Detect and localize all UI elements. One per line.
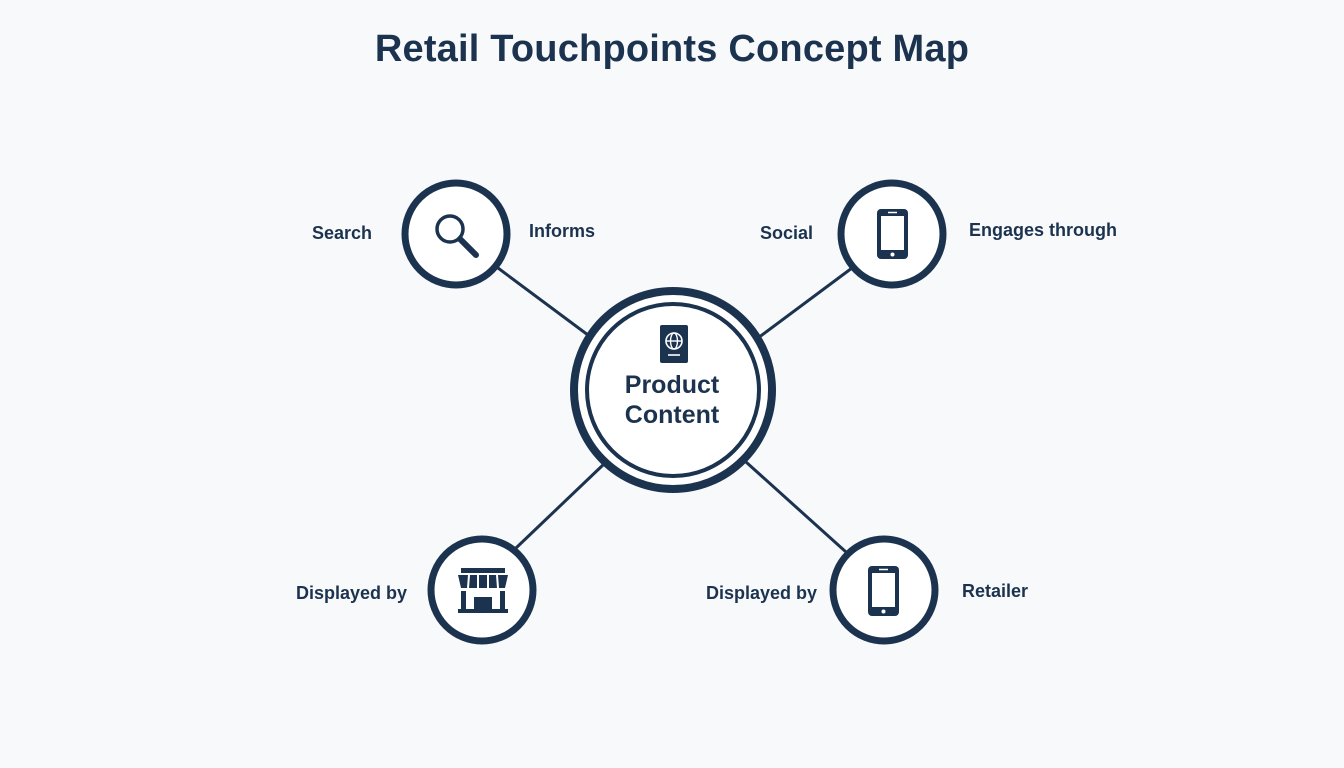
smartphone-icon — [868, 566, 899, 616]
center-node — [570, 287, 776, 493]
connector-retailer — [744, 460, 848, 554]
store-node — [427, 535, 537, 645]
informs-label: Informs — [529, 221, 596, 241]
storefront-icon — [458, 568, 508, 613]
retailer-label: Retailer — [962, 581, 1029, 601]
center-label-line2: Content — [624, 401, 720, 429]
connector-social — [757, 266, 853, 340]
page-title: Retail Touchpoints Concept Map — [374, 28, 970, 70]
search-label: Search — [312, 223, 373, 243]
retailer-node — [829, 535, 939, 645]
store-displayed-by-label: Displayed by — [296, 583, 408, 603]
social-label: Social — [760, 223, 814, 243]
search-node — [401, 179, 511, 289]
center-node-label: Product Content — [572, 370, 772, 430]
connector-search — [497, 266, 593, 340]
retailer-displayed-by-label: Displayed by — [706, 583, 818, 603]
search-icon — [435, 214, 479, 258]
center-label-line1: Product — [624, 371, 720, 399]
social-node — [837, 179, 947, 289]
engages-through-label: Engages through — [969, 220, 1117, 240]
connector-store — [514, 462, 606, 550]
passport-globe-icon — [660, 325, 688, 363]
smartphone-icon — [877, 209, 908, 259]
